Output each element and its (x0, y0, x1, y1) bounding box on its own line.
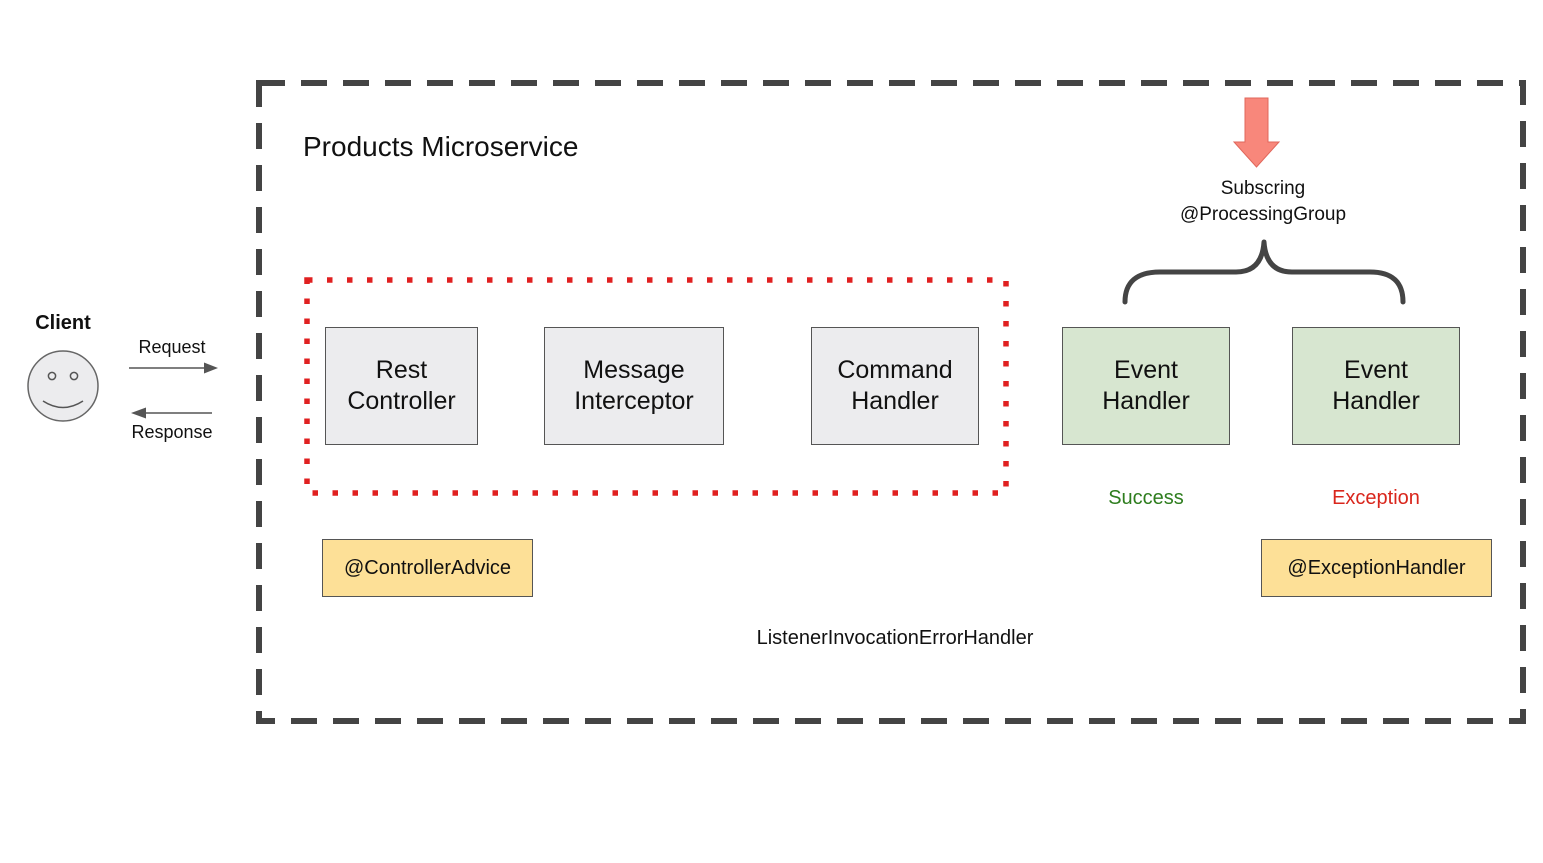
smiley-face-icon (27, 350, 99, 422)
command-side-boundary (304, 277, 1009, 496)
processing-group-label: Subscring @ProcessingGroup (1143, 176, 1383, 228)
listener-error-handler-label: ListenerInvocationErrorHandler (756, 627, 1034, 649)
microservice-boundary (256, 80, 1526, 724)
command-handler-line2: Handler (851, 387, 939, 415)
client-label: Client (35, 312, 91, 334)
event-handler-success-box: Event Handler (1062, 327, 1230, 445)
request-arrow-icon (129, 362, 218, 374)
rest-controller-line2: Controller (347, 387, 456, 415)
processing-group-line1: Subscring (1220, 178, 1306, 199)
message-interceptor-line2: Interceptor (574, 387, 694, 415)
response-label: Response (131, 422, 213, 442)
down-arrow-icon (1232, 97, 1281, 168)
request-label: Request (138, 337, 206, 357)
exception-handler-box: @ExceptionHandler (1261, 539, 1492, 597)
rest-controller-line1: Rest (375, 356, 428, 384)
success-label: Success (1108, 487, 1184, 509)
event-handler-exception-line1: Event (1344, 356, 1408, 384)
message-interceptor-box: Message Interceptor (544, 327, 724, 445)
command-handler-line1: Command (837, 356, 953, 384)
command-handler-box: Command Handler (811, 327, 979, 445)
event-handler-exception-box: Event Handler (1292, 327, 1460, 445)
curly-brace-icon (1122, 239, 1406, 305)
exception-label: Exception (1332, 487, 1420, 509)
response-arrow-icon (131, 407, 212, 419)
event-handler-success-line1: Event (1114, 356, 1178, 384)
event-handler-success-line2: Handler (1102, 387, 1190, 415)
service-title: Products Microservice (303, 131, 579, 162)
processing-group-line2: @ProcessingGroup (1179, 204, 1347, 225)
event-handler-exception-line2: Handler (1332, 387, 1420, 415)
message-interceptor-line1: Message (583, 356, 685, 384)
rest-controller-box: Rest Controller (325, 327, 478, 445)
controller-advice-box: @ControllerAdvice (322, 539, 533, 597)
